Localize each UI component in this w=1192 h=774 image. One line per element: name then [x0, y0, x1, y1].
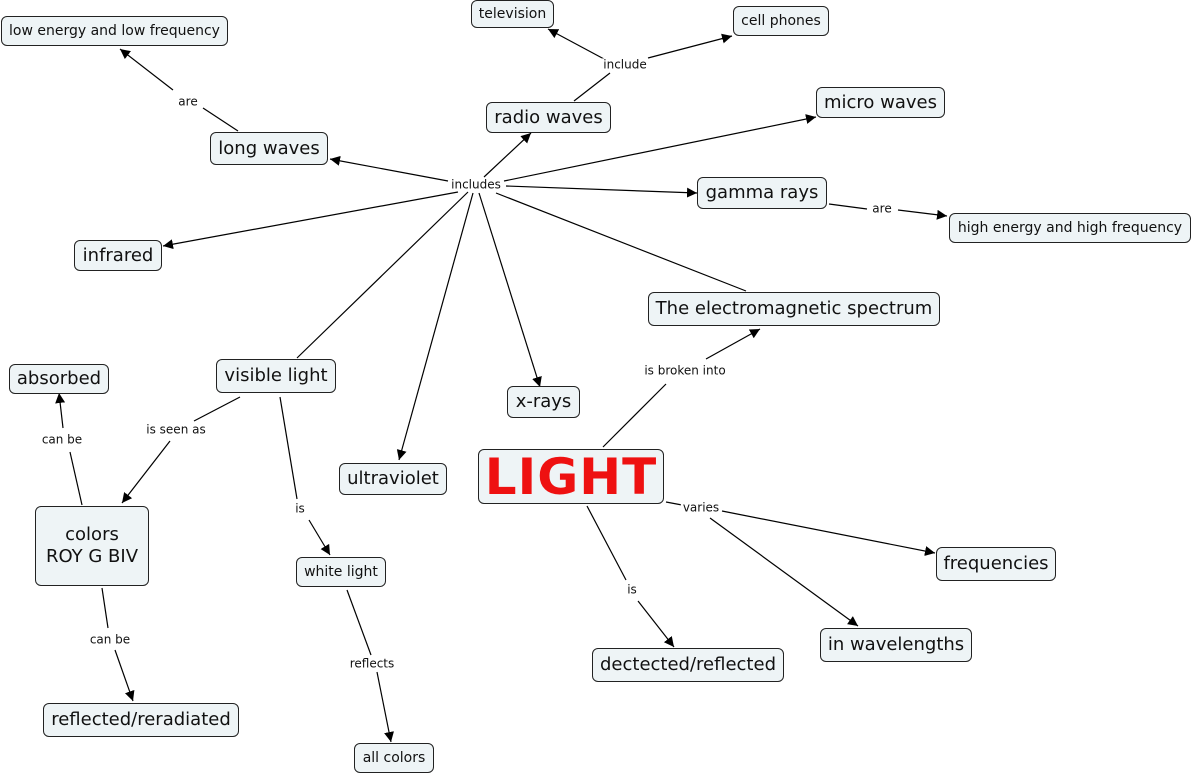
- node-all-colors[interactable]: all colors: [354, 743, 434, 773]
- edge-includes-infrared: [162, 191, 459, 250]
- node-colors[interactable]: colors ROY G BIV: [35, 506, 149, 586]
- edge-colors-canbe2: [101, 587, 109, 629]
- edge-are-highenergy: [897, 209, 948, 220]
- edge-includes-gamma: [505, 185, 698, 198]
- node-light[interactable]: LIGHT: [478, 448, 664, 506]
- link-label-are-low: are: [176, 94, 200, 109]
- link-label-include: include: [601, 57, 649, 72]
- edge-broken-emspectrum: [705, 328, 761, 360]
- colors-label-line1: colors: [65, 523, 119, 545]
- edge-canbe-absorbed: [55, 392, 66, 429]
- link-label-includes: includes: [449, 177, 503, 192]
- link-label-varies: varies: [680, 500, 722, 515]
- edge-includes-visible: [296, 191, 469, 359]
- node-white-light[interactable]: white light: [296, 557, 386, 587]
- node-ultraviolet[interactable]: ultraviolet: [339, 463, 447, 495]
- link-label-can-be-reflected: can be: [87, 632, 133, 647]
- edge-are-lowenergy: [119, 48, 174, 91]
- edge-gamma-are: [828, 203, 868, 210]
- edge-reflects-allcolors: [376, 671, 394, 743]
- edge-visible-is: [279, 396, 298, 500]
- edge-white-reflects: [346, 589, 372, 656]
- edge-light-varies: [665, 501, 683, 506]
- node-television[interactable]: television: [471, 0, 554, 28]
- node-in-wavelengths[interactable]: in wavelengths: [820, 628, 972, 662]
- node-cell-phones[interactable]: cell phones: [733, 6, 829, 36]
- edge-is-detected: [637, 600, 675, 648]
- edge-radio-include: [573, 72, 611, 102]
- edge-colors-canbe: [69, 451, 83, 506]
- edge-is-white: [308, 519, 331, 556]
- node-visible-light[interactable]: visible light: [216, 359, 336, 393]
- edge-light-broken: [602, 383, 667, 448]
- node-reflected[interactable]: reflected/reradiated: [43, 703, 239, 737]
- link-label-is-detected: is: [625, 582, 639, 597]
- edge-includes-ultraviolet: [396, 192, 474, 461]
- node-frequencies[interactable]: frequencies: [936, 547, 1056, 581]
- node-radio-waves[interactable]: radio waves: [486, 102, 611, 133]
- node-micro-waves[interactable]: micro waves: [816, 87, 945, 118]
- edge-visible-seenas: [193, 396, 241, 422]
- node-low-energy[interactable]: low energy and low frequency: [1, 16, 228, 46]
- edge-includes-micro: [503, 114, 817, 182]
- edge-emspectrum-includes: [495, 192, 747, 292]
- node-high-energy[interactable]: high energy and high frequency: [949, 213, 1191, 243]
- edge-longwaves-are: [202, 107, 239, 132]
- link-label-is-seen-as: is seen as: [144, 422, 208, 437]
- edge-includes-xrays: [478, 192, 542, 388]
- node-detected[interactable]: dectected/reflected: [592, 648, 784, 682]
- node-infrared[interactable]: infrared: [74, 240, 162, 271]
- node-em-spectrum[interactable]: The electromagnetic spectrum: [648, 292, 940, 326]
- link-label-are-high: are: [870, 201, 894, 216]
- edge-includes-radio: [483, 132, 532, 178]
- edge-include-cellphones: [647, 33, 733, 59]
- node-x-rays[interactable]: x-rays: [507, 386, 580, 418]
- edge-varies-frequencies: [721, 510, 936, 556]
- link-label-can-be-absorbed: can be: [39, 432, 85, 447]
- edge-seenas-colors: [121, 440, 171, 504]
- node-absorbed[interactable]: absorbed: [9, 364, 109, 394]
- edge-canbe-reflected: [114, 649, 135, 702]
- edge-light-is: [586, 505, 627, 581]
- node-gamma-rays[interactable]: gamma rays: [697, 177, 827, 209]
- link-label-reflects: reflects: [347, 656, 397, 671]
- edge-includes-longwaves: [329, 155, 449, 182]
- colors-label-line2: ROY G BIV: [45, 546, 139, 567]
- link-label-is-broken-into: is broken into: [642, 363, 728, 378]
- link-label-is-white: is: [293, 501, 307, 516]
- node-long-waves[interactable]: long waves: [210, 132, 328, 165]
- edge-include-television: [547, 28, 605, 60]
- edge-varies-wavelengths: [709, 517, 859, 627]
